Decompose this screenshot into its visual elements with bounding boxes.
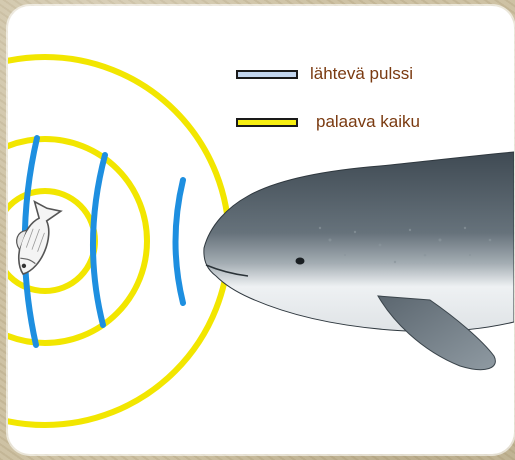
pulse-arc-2 bbox=[93, 155, 105, 325]
fish-icon bbox=[8, 200, 61, 279]
legend-item-outgoing-pulse: lähtevä pulssi bbox=[236, 64, 413, 84]
legend-swatch-outgoing-pulse bbox=[236, 70, 298, 79]
legend-label-returning-echo: palaava kaiku bbox=[316, 112, 420, 132]
porpoise-illustration bbox=[204, 152, 514, 370]
diagram-panel: lähtevä pulssi palaava kaiku bbox=[8, 6, 514, 454]
legend-label-outgoing-pulse: lähtevä pulssi bbox=[310, 64, 413, 84]
legend-swatch-returning-echo bbox=[236, 118, 298, 127]
legend-item-returning-echo: palaava kaiku bbox=[236, 112, 420, 132]
pulse-arc-3 bbox=[176, 180, 184, 303]
